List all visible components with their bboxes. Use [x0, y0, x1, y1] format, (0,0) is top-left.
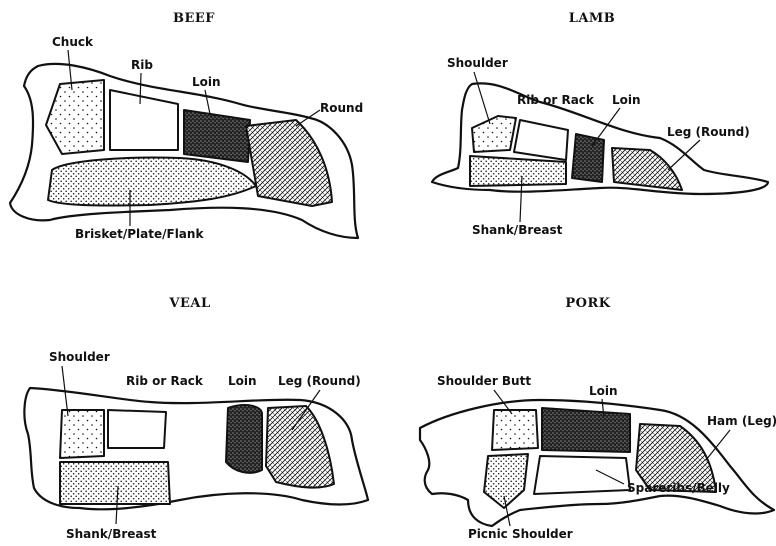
beef-label-rib: Rib: [131, 58, 153, 72]
veal-panel: VEAL Shoulder Rib or Rack Loin Leg (Roun…: [24, 296, 368, 541]
pork-label-butt: Shoulder Butt: [437, 374, 531, 388]
pork-label-picnic: Picnic Shoulder: [468, 527, 573, 541]
beef-label-round: Round: [320, 101, 363, 115]
veal-cut-shank[interactable]: [60, 462, 170, 504]
lamb-label-leg: Leg (Round): [667, 125, 750, 139]
beef-cut-loin[interactable]: [184, 110, 250, 162]
lamb-cut-loin[interactable]: [572, 134, 604, 182]
pork-panel: PORK Shoulder Butt Loin Ham (Leg) Sparer…: [420, 296, 776, 541]
beef-label-chuck: Chuck: [52, 35, 94, 49]
veal-label-rib: Rib or Rack: [126, 374, 204, 388]
pork-label-spareribs: Spareribs/Belly: [627, 481, 730, 495]
veal-cut-shoulder[interactable]: [60, 410, 104, 458]
beef-panel: BEEF Chuck Rib Loin Round Brisket/Plate/…: [10, 11, 363, 241]
veal-label-loin: Loin: [228, 374, 257, 388]
beef-title: BEEF: [173, 11, 215, 26]
lamb-label-loin: Loin: [612, 93, 641, 107]
pork-label-ham: Ham (Leg): [707, 414, 776, 428]
beef-label-brisket: Brisket/Plate/Flank: [75, 227, 204, 241]
veal-label-shoulder: Shoulder: [49, 350, 110, 364]
veal-cut-rib[interactable]: [108, 410, 166, 448]
beef-label-loin: Loin: [192, 75, 221, 89]
lamb-label-shank: Shank/Breast: [472, 223, 563, 237]
pork-cut-butt[interactable]: [492, 410, 538, 450]
pork-label-loin: Loin: [589, 384, 618, 398]
pork-cut-loin[interactable]: [542, 408, 630, 452]
pork-cut-spareribs[interactable]: [534, 456, 630, 494]
veal-title: VEAL: [168, 296, 210, 311]
lamb-panel: LAMB Shoulder Rib or Rack Loin Leg (Roun…: [432, 11, 768, 237]
lamb-cut-shank[interactable]: [470, 156, 566, 186]
veal-label-shank: Shank/Breast: [66, 527, 157, 541]
pork-title: PORK: [565, 296, 610, 311]
veal-label-leg: Leg (Round): [278, 374, 361, 388]
lamb-label-shoulder: Shoulder: [447, 56, 508, 70]
lamb-label-rib: Rib or Rack: [517, 93, 595, 107]
veal-cut-loin[interactable]: [226, 405, 262, 473]
lamb-title: LAMB: [569, 11, 616, 26]
